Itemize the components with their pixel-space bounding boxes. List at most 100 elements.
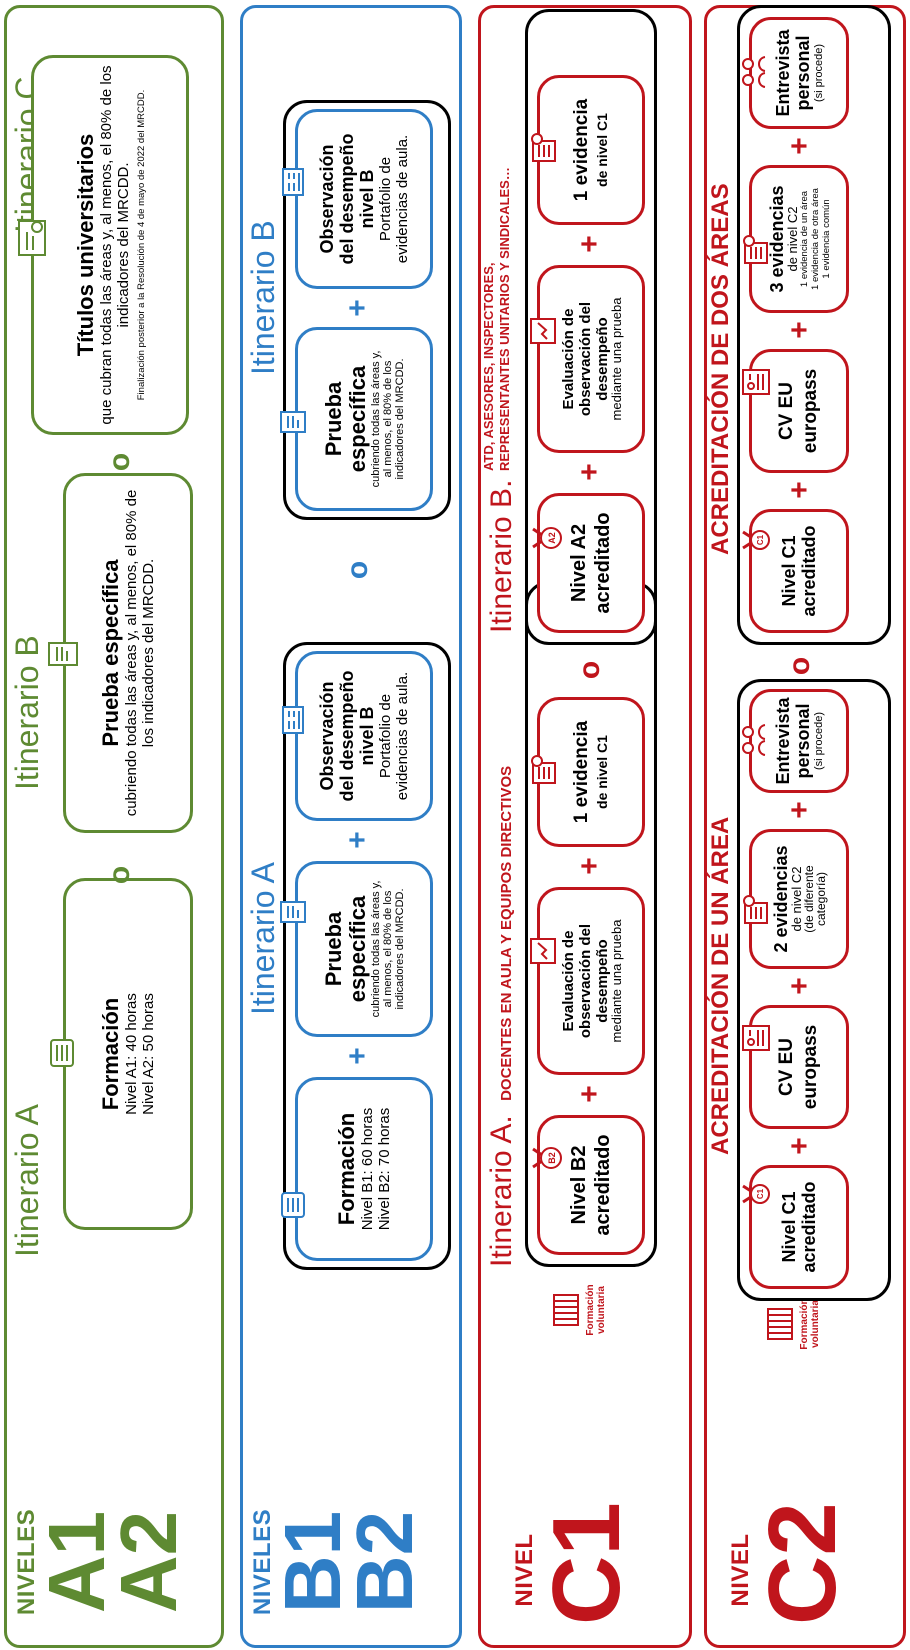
c2b-ev-s3: 1 evidencia común (820, 199, 832, 279)
c1-itinerario-b-title: Itinerario B. (485, 479, 518, 633)
c1-itinerario-a-title: Itinerario A. DOCENTES EN AULA Y EQUIPOS… (485, 766, 519, 1267)
level-a1-code: A1 (32, 1510, 121, 1614)
c1-eval-h2: observación del (576, 923, 594, 1039)
medal-icon: B2 (532, 1147, 562, 1169)
level-b-label: NIVELES B1 B2 (249, 1487, 429, 1637)
c1b-evid-h1: 1 evidencia (570, 98, 592, 202)
interview-icon (742, 724, 766, 756)
c1b-nivel-a2-h1: Nivel A2 (568, 523, 590, 603)
b2-prueba-h2: específica (345, 365, 370, 473)
b-obs-h2: del desempeño (337, 670, 357, 802)
c1-it-b-sub2: REPRESENTANTES UNITARIOS Y SINDICALES… (497, 167, 512, 471)
cv-icon (742, 369, 770, 395)
titulos-box: Títulos universitarios que cubran todas … (31, 55, 189, 435)
c1-it-b-sub1: ATD, ASESORES, INSPECTORES, (481, 262, 496, 471)
c2a-plus-3: + (783, 801, 816, 819)
c2-acc-h1: Nivel C1 (779, 1191, 799, 1263)
formacion-a-head: Formación (98, 997, 123, 1111)
b2-obs-s1: Portafolio de (377, 156, 394, 242)
level-a2-code: A2 (104, 1510, 193, 1614)
formacion-a-line1: Nivel A1: 40 horas (123, 993, 140, 1115)
b-or: o (341, 560, 374, 580)
b2-prueba-h1: Prueba (321, 381, 346, 457)
c2b-plus-3: + (783, 137, 816, 155)
c1b-eval-h1: Evaluación de (559, 308, 577, 410)
formacion-a-box: Formación Nivel A1: 40 horas Nivel A2: 5… (63, 878, 193, 1230)
panel-level-c1: NIVEL C1 Formación voluntaria Itinerario… (478, 5, 692, 1648)
c2b-ev-h1: 3 evidencias (766, 185, 787, 293)
b-prueba-s1: cubriendo todas las áreas y, (370, 880, 382, 1018)
b-prueba-box: Prueba específica cubriendo todas las ár… (295, 861, 433, 1037)
observation-icon (282, 168, 304, 196)
prueba-a-box: Prueba específica cubriendo todas las ár… (63, 473, 193, 833)
evaluation-icon (530, 938, 556, 964)
c1-eval-s1: mediante una prueba (608, 919, 624, 1043)
c2b-cv-h2: europass (800, 368, 821, 454)
c1b-eval-h3: desempeño (593, 317, 611, 401)
c1-nivel-b2-h2: acreditado (592, 1134, 614, 1236)
c2a-plus-1: + (783, 1137, 816, 1155)
c1-evaluacion-box: Evaluación de observación del desempeño … (537, 887, 645, 1075)
b2-prueba-box: Prueba específica cubriendo todas las ár… (295, 327, 433, 511)
level-c1-code: C1 (533, 1502, 640, 1625)
books-icon (553, 1294, 579, 1326)
b-plus-1: + (341, 1047, 374, 1065)
formacion-a-line2: Nivel A2: 50 horas (140, 993, 157, 1115)
evidence-icon (743, 235, 768, 264)
b-obs-s2: evidencias de aula. (394, 671, 411, 801)
observation-icon (282, 706, 304, 734)
prueba-a-head: Prueba específica (98, 559, 123, 747)
b-formacion-line1: Nivel B1: 60 horas (359, 1107, 376, 1231)
b-prueba-s3: indicadores del MRCDD. (394, 888, 406, 1010)
or-a2: o (103, 452, 136, 472)
c1-eval-h1: Evaluación de (559, 930, 577, 1032)
c2b-ent-s1: (si procede) (813, 43, 825, 103)
c2-ent-h2: personal (793, 703, 813, 779)
evaluation-icon (530, 318, 556, 344)
diploma-icon (18, 220, 46, 256)
b-formacion-line2: Nivel B2: 70 horas (376, 1107, 393, 1231)
itinerario-b-title: Itinerario B (9, 635, 45, 790)
c2b-plus-1: + (783, 481, 816, 499)
medal-badge-c1b: C1 (756, 534, 765, 545)
panel-level-a: NIVELES A1 A2 Itinerario A Formación Niv… (4, 5, 224, 1648)
titulos-line1: que cubran todas las áreas y, al menos, … (97, 65, 115, 425)
c2-ent-s1: (si procede) (813, 711, 825, 771)
itinerario-a-title: Itinerario A (9, 1104, 45, 1257)
b-itinerario-a-title: Itinerario A (245, 862, 281, 1015)
level-c2-label: NIVEL C2 (727, 1502, 856, 1625)
c1-or: o (573, 660, 606, 680)
c1b-plus-2: + (573, 235, 606, 253)
c2-acc-h2: acreditado (799, 1181, 819, 1273)
document-icon (280, 411, 306, 433)
c2-cv-h2: europass (800, 1024, 821, 1110)
b2-prueba-s3: indicadores del MRCDD. (394, 358, 406, 480)
c2b-plus-2: + (783, 321, 816, 339)
c2b-ent-h1: Entrevista (773, 29, 793, 117)
formacion-voluntaria-c1: Formación voluntaria (585, 1275, 607, 1345)
level-b1-code: B1 (268, 1510, 357, 1614)
c1-evid-h1: 1 evidencia (570, 720, 592, 824)
b-formacion-box: Formación Nivel B1: 60 horas Nivel B2: 7… (295, 1077, 433, 1261)
c1a-plus-2: + (573, 857, 606, 875)
c2-one-area-title: ACREDITACIÓN DE UN ÁREA (707, 816, 734, 1155)
medal-icon: C1 (742, 530, 770, 550)
c2b-acc-h1: Nivel C1 (779, 535, 799, 607)
b-observacion-box: Observación del desempeño nivel B Portaf… (295, 651, 433, 821)
c1b-nivel-a2-h2: acreditado (592, 512, 614, 614)
c2b-ev-s1: 1 evidencia de un área (798, 190, 810, 288)
c1-nivel-b2-box: Nivel B2 acreditado (537, 1115, 645, 1255)
b2-obs-s2: evidencias de aula. (394, 134, 411, 264)
c2b-ev-h2: de nivel C2 (784, 206, 800, 272)
titulos-head: Títulos universitarios (72, 133, 98, 357)
b2-plus: + (341, 299, 374, 317)
c2b-ev-s2: 1 evidencia de otra área (809, 188, 821, 290)
c2-ev-h1: 2 evidencias (771, 845, 791, 953)
books-icon (767, 1308, 793, 1340)
b2-obs-h1: Observación (317, 144, 337, 254)
b2-prueba-s2: al menos, el 80% de los (382, 360, 394, 478)
c2-or: o (783, 656, 816, 676)
b-obs-s1: Portafolio de (377, 693, 394, 779)
voluntaria-line1: Formación (585, 1284, 596, 1336)
c2-ent-h1: Entrevista (773, 697, 793, 785)
